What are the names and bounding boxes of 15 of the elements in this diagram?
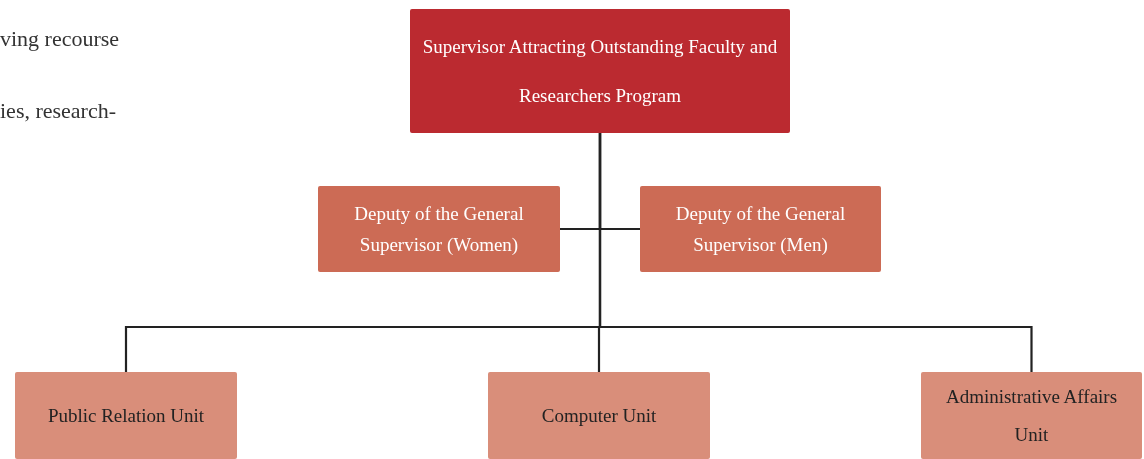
unit-name: Deputy of the General Supervisor (Men): [674, 201, 847, 257]
unit-name: Public Relation Unit: [47, 403, 205, 428]
org-box: [15, 372, 237, 459]
text-fragment: ving recourse: [0, 26, 120, 52]
unit-name: Computer Unit: [541, 403, 657, 428]
org-box: [318, 186, 560, 272]
org-box: [488, 372, 710, 459]
org-box: [410, 9, 790, 133]
org-box: [921, 372, 1142, 459]
connector-line: [598, 133, 1033, 372]
unit-name: Supervisor Attracting Outstanding Faculty and Researchers Program: [421, 34, 779, 108]
unit-name: Administrative Affairs Unit: [944, 384, 1119, 447]
org-box: [640, 186, 881, 272]
text-fragment: ies, research-: [0, 98, 117, 124]
unit-name: Deputy of the General Supervisor (Women): [353, 201, 525, 257]
